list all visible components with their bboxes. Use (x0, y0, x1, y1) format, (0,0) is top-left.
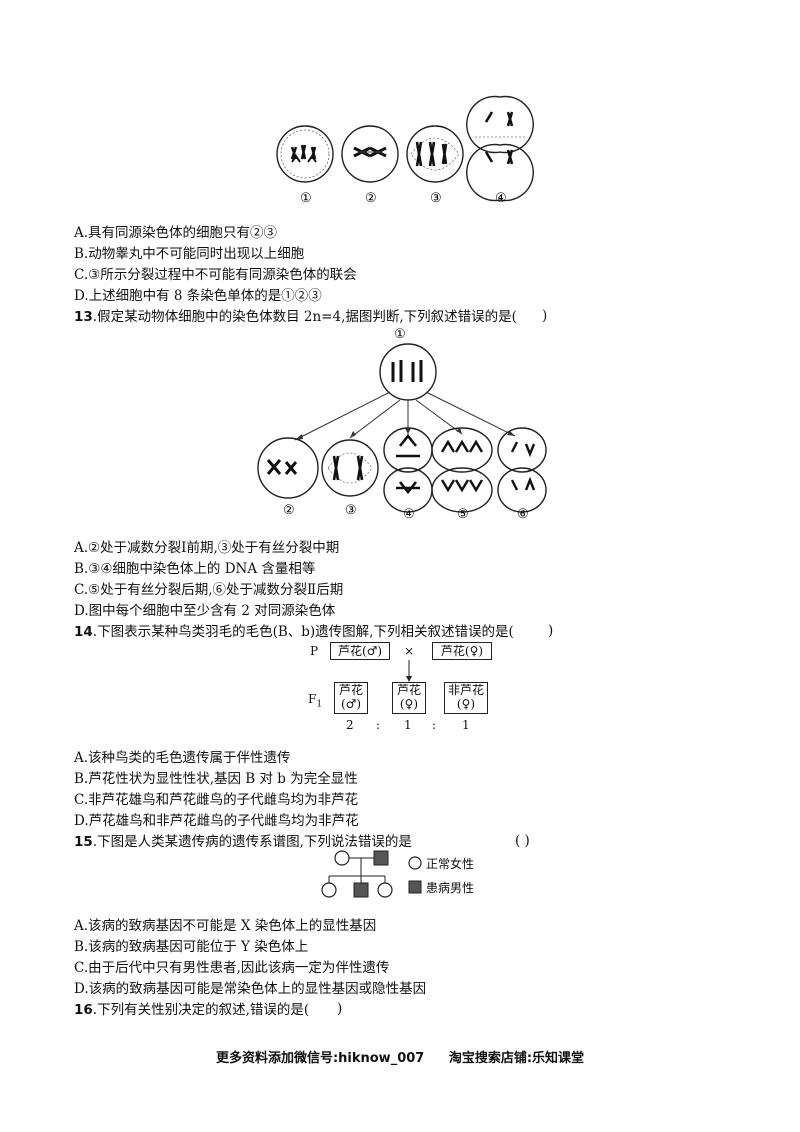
q16-number: 16 (74, 1002, 93, 1018)
q13-cell-3 (321, 439, 379, 497)
q13-cell-5 (431, 427, 493, 513)
q13-option-c: C.⑤处于有丝分裂后期,⑥处于减数分裂Ⅱ后期 (74, 582, 344, 598)
pedigree-mother (334, 850, 350, 866)
q13-label-6: ⑥ (517, 507, 529, 522)
q15-option-b: B.该病的致病基因可能位于 Y 染色体上 (74, 939, 309, 955)
legend-affected-male-icon (408, 880, 422, 894)
q13-cell-figure: ① ② (257, 327, 547, 522)
pedigree-son (353, 882, 369, 898)
q14-f1-label: F1 (308, 692, 323, 710)
q12-option-d: D.上述细胞中有 8 条染色单体的是①②③ (74, 288, 322, 304)
q14-inheritance-diagram: P 芦花(♂) × 芦花(♀) F1 芦花(♂) 芦花(♀) 非芦花(♀) 2 … (300, 640, 500, 735)
q14-f1-child-1: 芦花(♂) (334, 682, 368, 714)
q14-f1-child-2: 芦花(♀) (392, 682, 426, 714)
q15-number: 15 (74, 834, 93, 850)
q14-option-d: D.芦花雄鸟和非芦花雌鸟的子代雌鸟均为非芦花 (74, 813, 359, 829)
q15-option-a: A.该病的致病基因不可能是 X 染色体上的显性基因 (74, 918, 377, 934)
footer-shop: 淘宝搜索店铺:乐知课堂 (448, 1051, 585, 1066)
q13-cell-4 (383, 427, 433, 513)
q12-option-a: A.具有同源染色体的细胞只有②③ (74, 225, 278, 241)
pedigree-father (373, 850, 389, 866)
q14-stem: 14.下图表示某种鸟类羽毛的毛色(B、b)遗传图解,下列相关叙述错误的是( (74, 623, 514, 641)
q12-cell-2 (341, 125, 399, 183)
q14-ratio-1: 2 (346, 718, 354, 732)
q12-option-b: B.动物睾丸中不可能同时出现以上细胞 (74, 246, 305, 262)
q15-option-c: C.由于后代中只有男性患者,因此该病一定为伴性遗传 (74, 960, 390, 976)
q14-number: 14 (74, 624, 93, 640)
q13-label-3: ③ (345, 503, 357, 518)
page-footer: 更多资料添加微信号:hiknow_007 淘宝搜索店铺:乐知课堂 (0, 1047, 800, 1066)
q13-label-5: ⑤ (457, 507, 469, 522)
q14-answer-paren: ) (548, 623, 554, 639)
q12-cell-1 (276, 125, 334, 183)
q14-p-label: P (310, 644, 319, 658)
q14-option-b: B.芦花性状为显性性状,基因 B 对 b 为完全显性 (74, 771, 358, 787)
q12-label-3: ③ (430, 191, 442, 206)
q13-arrowheads (295, 428, 515, 440)
q13-answer-paren: ) (542, 308, 548, 324)
q13-option-a: A.②处于减数分裂Ⅰ前期,③处于有丝分裂中期 (74, 540, 340, 556)
q14-down-arrow (406, 660, 412, 682)
q14-parent-female: 芦花(♀) (432, 642, 492, 660)
q14-parent-male: 芦花(♂) (330, 642, 390, 660)
pedigree-daughter-2 (377, 882, 393, 898)
q13-option-b: B.③④细胞中染色体上的 DNA 含量相等 (74, 561, 316, 577)
q14-ratio-sep-1: : (376, 718, 381, 732)
q14-stem-text: .下图表示某种鸟类羽毛的毛色(B、b)遗传图解,下列相关叙述错误的是( (92, 624, 514, 640)
q14-option-c: C.非芦花雄鸟和芦花雌鸟的子代雌鸟均为非芦花 (74, 792, 359, 808)
q13-stem-text: .假定某动物体细胞中的染色体数目 2n=4,据图判断,下列叙述错误的是( (92, 309, 517, 325)
q15-stem-text: .下图是人类某遗传病的遗传系谱图,下列说法错误的是 (92, 834, 412, 850)
q13-option-d: D.图中每个细胞中至少含有 2 对同源染色体 (74, 603, 336, 619)
q16-stem: 16.下列有关性别决定的叙述,错误的是( (74, 1001, 309, 1019)
q13-cell-6 (497, 427, 547, 513)
q13-cell-1 (379, 343, 437, 401)
legend-affected-male-label: 患病男性 (426, 881, 475, 895)
q16-answer-paren: ) (337, 1001, 343, 1017)
q14-f1-child-3: 非芦花(♀) (444, 682, 488, 714)
q15-stem: 15.下图是人类某遗传病的遗传系谱图,下列说法错误的是 (74, 833, 412, 851)
q14-ratio-sep-2: : (432, 718, 437, 732)
q13-label-2: ② (283, 503, 295, 518)
q15-answer-paren: ( ) (515, 833, 530, 849)
q16-stem-text: .下列有关性别决定的叙述,错误的是( (92, 1002, 310, 1018)
q12-label-4: ④ (495, 191, 507, 206)
q15-option-d: D.该病的致病基因可能是常染色体上的显性基因或隐性基因 (74, 981, 427, 997)
q14-ratio-3: 1 (462, 718, 470, 732)
legend-normal-female-icon (408, 856, 422, 870)
q14-option-a: A.该种鸟类的毛色遗传属于伴性遗传 (74, 750, 291, 766)
q13-cell-2 (257, 437, 319, 499)
pedigree-daughter-1 (321, 882, 337, 898)
q12-label-2: ② (365, 191, 377, 206)
legend-normal-female-label: 正常女性 (426, 857, 475, 871)
q13-stem: 13.假定某动物体细胞中的染色体数目 2n=4,据图判断,下列叙述错误的是( (74, 308, 517, 326)
q12-cell-4 (466, 95, 534, 202)
q13-label-4: ④ (403, 507, 415, 522)
q12-cell-3 (406, 125, 464, 183)
q13-label-1: ① (394, 327, 406, 342)
q12-label-1: ① (300, 191, 312, 206)
q12-option-c: C.③所示分裂过程中不可能有同源染色体的联会 (74, 267, 357, 283)
q13-number: 13 (74, 309, 93, 325)
footer-wechat: 更多资料添加微信号:hiknow_007 (215, 1051, 425, 1066)
q15-pedigree-chart (321, 850, 393, 898)
q12-cell-figure: ① ② ③ ④ (276, 95, 534, 206)
q14-ratio-2: 1 (404, 718, 412, 732)
q14-cross: × (404, 644, 415, 658)
